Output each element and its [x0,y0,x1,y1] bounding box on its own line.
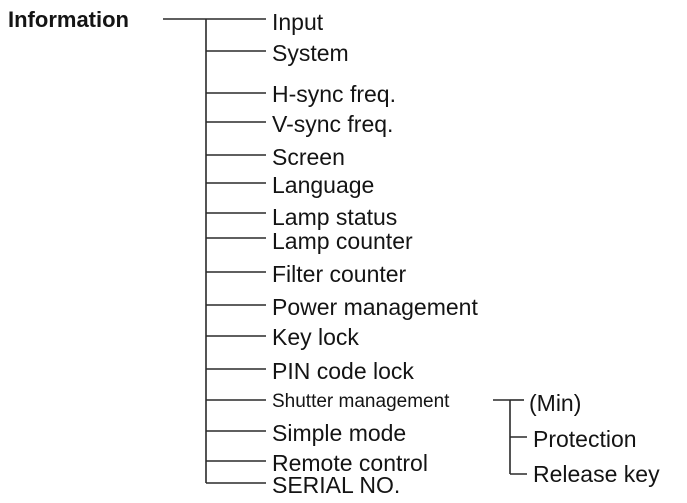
item-v-sync-freq: V-sync freq. [272,111,394,137]
shutter-child-min: (Min) [529,390,582,416]
item-pin-code-lock: PIN code lock [272,358,414,384]
item-lamp-status: Lamp status [272,204,398,230]
item-shutter-management: Shutter management [272,391,450,412]
item-serial-no: SERIAL NO. [272,472,401,498]
item-power-management: Power management [272,294,478,320]
item-filter-counter: Filter counter [272,261,407,287]
item-system: System [272,40,349,66]
item-h-sync-freq: H-sync freq. [272,81,396,107]
item-remote-control: Remote control [272,450,428,476]
item-input: Input [272,9,324,35]
item-key-lock: Key lock [272,324,359,350]
root-label: Information [8,7,129,32]
item-screen: Screen [272,144,345,170]
item-lamp-counter: Lamp counter [272,228,413,254]
shutter-child-protection: Protection [533,426,637,452]
item-simple-mode: Simple mode [272,420,407,446]
item-language: Language [272,172,375,198]
shutter-child-release-key: Release key [533,461,660,487]
